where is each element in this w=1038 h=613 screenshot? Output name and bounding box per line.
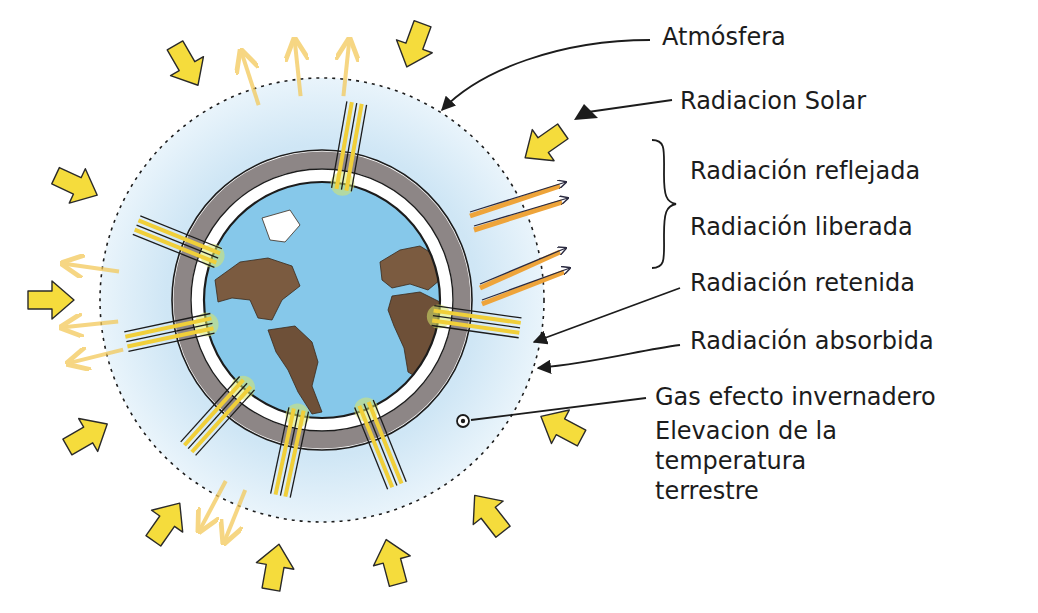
leader-lines <box>442 40 680 427</box>
beam-line <box>140 216 222 249</box>
beam-line <box>355 408 388 490</box>
label: Radiación liberada <box>690 212 913 242</box>
beam-arrow <box>482 268 570 300</box>
leader-line <box>588 100 672 112</box>
beam-line <box>373 400 406 482</box>
beam-line <box>125 318 211 336</box>
beam-line <box>137 225 219 258</box>
beam-line <box>276 409 294 495</box>
leader-arrowhead <box>574 104 598 120</box>
absorbed-radiation <box>133 216 225 268</box>
label: Atmósfera <box>662 22 786 52</box>
gas-symbol <box>457 415 469 427</box>
escaping-radiation <box>224 490 245 543</box>
earth-illustration <box>28 17 591 593</box>
solar-arrow <box>514 116 573 174</box>
escaping-radiation <box>199 481 226 531</box>
beam-line <box>138 220 220 253</box>
label: Radiacion Solar <box>680 86 866 116</box>
reflected-radiation <box>482 268 570 304</box>
label: Radiación reflejada <box>690 156 920 186</box>
label: Radiación retenida <box>690 268 915 298</box>
reflected-radiation <box>470 182 566 216</box>
escaping-radiation <box>63 264 119 272</box>
beam-line <box>351 105 366 192</box>
beam-line <box>124 314 210 332</box>
solar-arrow <box>28 281 74 319</box>
beam-arrow <box>474 198 568 226</box>
label: Elevacion de la temperatura terrestre <box>655 416 895 506</box>
continent <box>388 292 440 378</box>
escaping-radiation <box>241 51 259 105</box>
beam-line <box>432 325 519 337</box>
solar-arrow <box>138 492 196 551</box>
atmosphere <box>100 78 544 522</box>
beam-line <box>271 407 289 493</box>
label: Radiación absorbida <box>690 326 934 356</box>
beam-line <box>364 404 397 486</box>
beam-line <box>470 186 560 216</box>
beam-line <box>133 234 215 267</box>
solar-arrow <box>252 541 297 593</box>
solar-arrow <box>460 484 518 544</box>
bracket <box>652 140 676 268</box>
beam-line <box>359 406 392 488</box>
beam-line <box>184 380 243 445</box>
beam-line <box>432 321 519 333</box>
solar-arrow <box>159 36 215 95</box>
gas-layer <box>182 160 462 440</box>
label: Gas efecto invernadero <box>655 382 936 412</box>
beam-line <box>285 411 303 497</box>
escaping-radiation <box>61 321 118 327</box>
leader-line <box>534 288 680 342</box>
continent <box>215 258 300 320</box>
absorbed-radiation <box>330 101 366 195</box>
absorbed-radiation <box>271 403 310 497</box>
beam-line <box>474 202 562 230</box>
escaping-radiation <box>295 39 301 96</box>
escaping-radiation <box>68 350 123 364</box>
beam-line <box>181 377 240 442</box>
reflected-radiation <box>474 198 568 230</box>
continent <box>268 326 322 414</box>
absorbed-radiation <box>181 376 255 456</box>
absorbed-radiation <box>354 397 406 489</box>
absorbed-radiation <box>124 313 218 352</box>
leader-line <box>471 398 646 420</box>
gas-symbol-dot <box>461 419 465 423</box>
solar-arrow <box>389 17 440 73</box>
solar-arrow <box>368 535 417 589</box>
beam-line <box>127 328 213 346</box>
beam-line <box>482 272 564 304</box>
gas-layer-outer <box>172 150 472 450</box>
escaping-radiation <box>343 39 349 96</box>
absorbed-radiation <box>427 304 522 337</box>
reflected-radiation <box>480 248 566 288</box>
beam-line <box>480 252 560 288</box>
solar-arrow <box>48 159 106 213</box>
leader-line <box>442 40 650 110</box>
leader-line <box>538 345 680 368</box>
solar-arrow <box>58 408 117 464</box>
beam-line <box>188 383 247 448</box>
continent <box>262 210 300 242</box>
